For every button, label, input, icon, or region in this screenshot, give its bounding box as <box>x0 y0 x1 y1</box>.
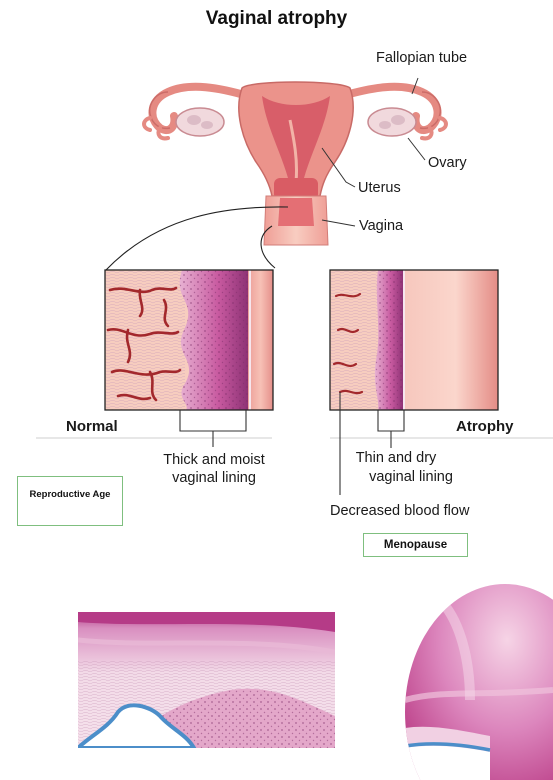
heading-atrophy: Atrophy <box>456 418 514 435</box>
caption-atrophy-line2: vaginal lining <box>336 469 486 485</box>
micrograph-atrophy <box>400 580 553 780</box>
label-ovary: Ovary <box>428 155 467 171</box>
micrograph-normal <box>78 612 343 748</box>
ovary-right <box>368 108 416 136</box>
leader-ovary <box>408 138 425 160</box>
uterus <box>239 82 353 200</box>
caption-decreased-blood-flow: Decreased blood flow <box>330 503 469 519</box>
caption-normal-line2: vaginal lining <box>130 470 298 486</box>
normal-tissue-panel <box>105 270 273 410</box>
normal-lining-bracket <box>180 410 246 431</box>
caption-atrophy-line1: Thin and dry <box>336 450 456 466</box>
label-uterus: Uterus <box>358 180 401 196</box>
label-vagina: Vagina <box>359 218 403 234</box>
caption-normal-line1: Thick and moist <box>130 452 298 468</box>
tag-reproductive-age: Reproductive Age <box>17 476 123 526</box>
label-fallopian-tube: Fallopian tube <box>376 50 467 66</box>
heading-normal: Normal <box>66 418 118 435</box>
ovary-left <box>176 108 224 136</box>
vagina <box>264 196 328 245</box>
diagram-title: Vaginal atrophy <box>0 8 553 30</box>
tag-menopause: Menopause <box>363 533 468 557</box>
atrophy-lining-bracket <box>378 410 404 431</box>
zoom-lines <box>106 207 288 270</box>
atrophy-tissue-panel <box>330 270 498 410</box>
